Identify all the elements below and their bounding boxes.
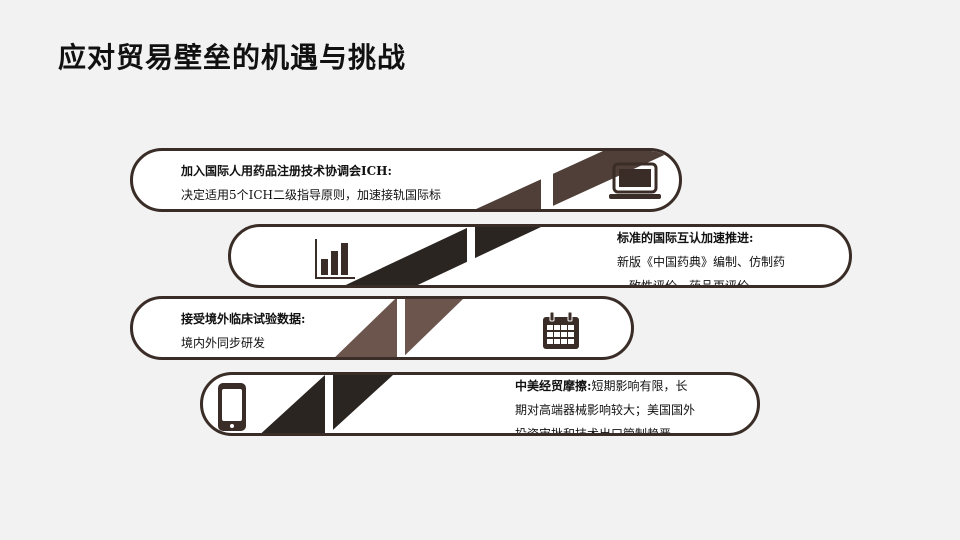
opportunity-card-standards: 标准的国际互认加速推进: 新版《中国药典》编制、仿制药 一致性评价、药品再评价…… bbox=[228, 224, 852, 288]
card-heading: 接受境外临床试验数据: bbox=[181, 312, 306, 326]
card-body: 新版《中国药典》编制、仿制药 bbox=[617, 255, 786, 269]
smartphone-icon bbox=[218, 383, 246, 431]
card-heading: 加入国际人用药品注册技术协调会ICH: bbox=[181, 164, 392, 178]
card-body: 一致性评价、药品再评价…… bbox=[617, 279, 774, 288]
opportunity-card-ich: 加入国际人用药品注册技术协调会ICH: 决定适用5个ICH二级指导原则，加速接轨… bbox=[130, 148, 682, 212]
diagonal-band bbox=[335, 299, 463, 357]
card-body: 投资审批和技术出口管制趋严 bbox=[515, 427, 672, 436]
card-heading: 标准的国际互认加速推进: bbox=[617, 231, 754, 245]
diagonal-band bbox=[261, 375, 393, 433]
card-body: 境内外同步研发 bbox=[181, 336, 266, 350]
bar-chart-icon bbox=[315, 239, 355, 279]
page-title: 应对贸易壁垒的机遇与挑战 bbox=[58, 41, 407, 74]
laptop-icon bbox=[609, 162, 661, 199]
card-body: 短期影响有限，长 bbox=[591, 379, 688, 393]
card-heading: 中美经贸摩擦: bbox=[515, 379, 592, 393]
challenge-card-trade-friction: 中美经贸摩擦:短期影响有限，长 期对高端器械影响较大；美国国外 投资审批和技术出… bbox=[200, 372, 760, 436]
calendar-icon bbox=[543, 311, 579, 349]
card-body: 期对高端器械影响较大；美国国外 bbox=[515, 403, 696, 417]
card-body: 决定适用5个ICH二级指导原则，加速接轨国际标 bbox=[181, 188, 442, 202]
opportunity-card-clinical-data: 接受境外临床试验数据: 境内外同步研发 bbox=[130, 296, 634, 360]
diagonal-band bbox=[345, 227, 541, 285]
